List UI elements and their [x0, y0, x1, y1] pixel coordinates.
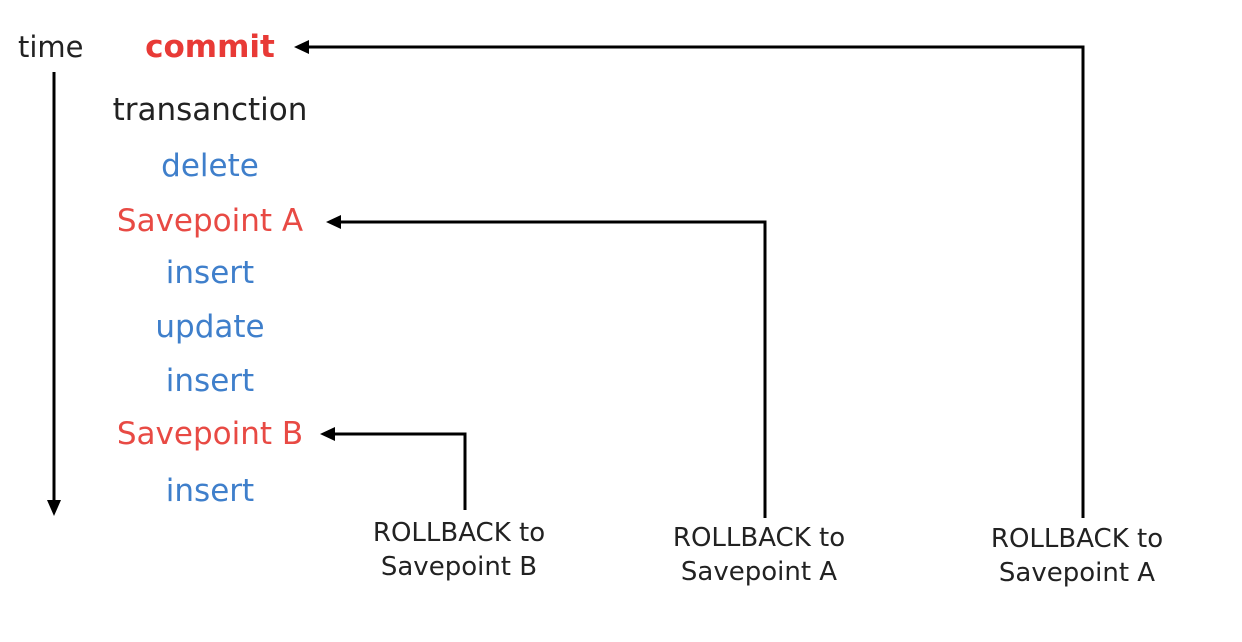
rollback-caption-line1: ROLLBACK to [990, 524, 1164, 554]
rollback-caption-savepoint-a: ROLLBACK to Savepoint A [639, 521, 879, 589]
seq-item-transaction: transanction [112, 92, 308, 128]
time-axis-label: time [18, 30, 84, 64]
rollback-caption-line2: Savepoint A [680, 557, 838, 587]
rollback-caption-line1: ROLLBACK to [672, 523, 846, 553]
rollback-caption-line2: Savepoint B [380, 552, 538, 582]
rollback-caption-savepoint-b: ROLLBACK to Savepoint B [339, 516, 579, 584]
seq-item-update: update [155, 309, 265, 345]
seq-item-savepoint-b: Savepoint B [116, 416, 304, 452]
time-axis-arrowhead [47, 500, 61, 516]
rollback-caption-line1: ROLLBACK to [372, 518, 546, 548]
rollback-caption-line2: Savepoint A [998, 558, 1156, 588]
rollback-b-connector [334, 432, 467, 510]
rollback-commit-connector [308, 45, 1085, 518]
seq-item-delete: delete [161, 148, 259, 184]
rollback-a-arrowhead [326, 215, 341, 229]
seq-item-savepoint-a: Savepoint A [116, 203, 304, 239]
seq-item-insert-3: insert [165, 473, 255, 509]
rollback-a-connector [340, 220, 767, 518]
rollback-caption-commit: ROLLBACK to Savepoint A [957, 522, 1197, 590]
seq-item-commit: commit [145, 29, 275, 65]
rollback-commit-arrowhead [294, 40, 309, 54]
seq-item-insert-2: insert [165, 363, 255, 399]
rollback-b-arrowhead [320, 427, 335, 441]
seq-item-insert-1: insert [165, 255, 255, 291]
